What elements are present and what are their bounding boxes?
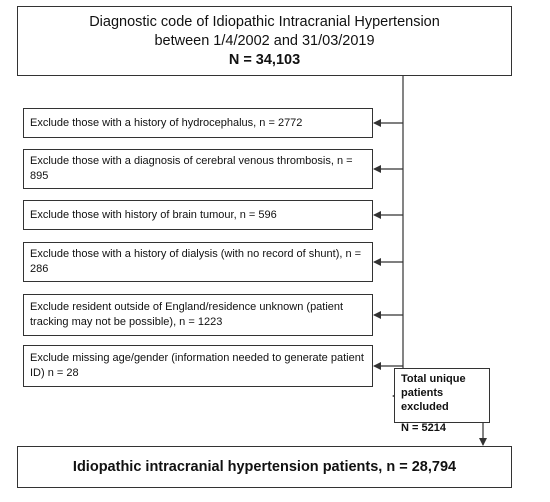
total-excluded-count: N = 5214 <box>401 422 446 434</box>
total-excluded-box: Total unique patients excluded N = 5214 <box>394 368 490 434</box>
exclusion-text: Exclude those with a diagnosis of cerebr… <box>30 155 353 182</box>
exclusion-text: Exclude those with a history of dialysis… <box>30 248 362 275</box>
exclusion-box-dialysis: Exclude those with a history of dialysis… <box>23 242 373 282</box>
exclusion-box-residence: Exclude resident outside of England/resi… <box>23 294 373 336</box>
exclusion-text: Exclude missing age/gender (information … <box>30 352 364 379</box>
exclusion-box-age-gender: Exclude missing age/gender (information … <box>23 345 373 387</box>
final-cohort-box: Idiopathic intracranial hypertension pat… <box>17 446 512 488</box>
source-title-line2: between 1/4/2002 and 31/03/2019 <box>154 33 375 49</box>
source-population-box: Diagnostic code of Idiopathic Intracrani… <box>17 6 512 76</box>
final-cohort-text: Idiopathic intracranial hypertension pat… <box>72 459 457 475</box>
exclusion-box-brain-tumour: Exclude those with history of brain tumo… <box>23 200 373 230</box>
total-excluded-label: Total unique patients excluded <box>401 373 466 413</box>
source-title-line1: Diagnostic code of Idiopathic Intracrani… <box>89 14 440 30</box>
source-count: N = 34,103 <box>228 52 301 68</box>
exclusion-text: Exclude those with a history of hydrocep… <box>30 116 303 129</box>
exclusion-text: Exclude those with history of brain tumo… <box>30 208 277 221</box>
exclusion-box-cvt: Exclude those with a diagnosis of cerebr… <box>23 149 373 189</box>
exclusion-box-hydrocephalus: Exclude those with a history of hydrocep… <box>23 108 373 138</box>
exclusion-text: Exclude resident outside of England/resi… <box>30 301 344 328</box>
